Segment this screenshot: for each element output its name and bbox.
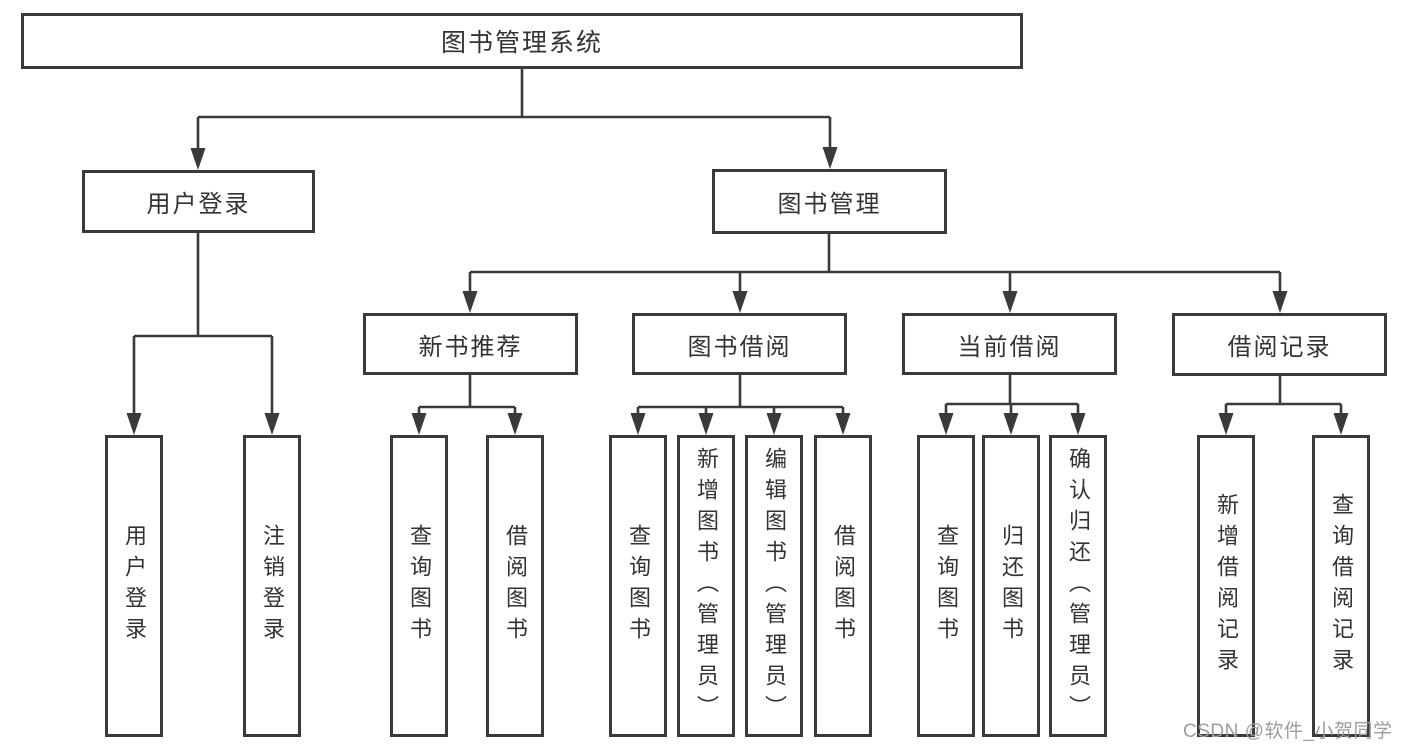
- connector-user-login-to-leaves: [126, 233, 280, 435]
- connector-new-book-recommend-to-leaves: [411, 375, 523, 435]
- node-book-management-label: 图书管理: [777, 191, 882, 218]
- leaf-confirm-return-admin: 确认归还（管理员）: [1049, 435, 1107, 737]
- leaf-add-books-admin: 新增图书（管理员）: [677, 435, 735, 737]
- leaf-query-books-current: 查询图书: [917, 435, 975, 737]
- leaf-query-books-borrowing-label: 查询图书: [626, 524, 651, 648]
- leaf-edit-books-admin: 编辑图书（管理员）: [745, 435, 803, 737]
- connector-book-borrowing-to-leaves: [630, 375, 851, 435]
- leaf-borrow-books-recommend-label: 借阅图书: [503, 524, 528, 648]
- leaf-borrow-books-borrowing-label: 借阅图书: [831, 524, 856, 648]
- leaf-borrow-books-borrowing: 借阅图书: [814, 435, 872, 737]
- leaf-query-borrow-record-label: 查询借阅记录: [1329, 493, 1354, 679]
- connector-root-to-level2: [190, 69, 838, 170]
- node-user-login: 用户登录: [82, 170, 315, 233]
- node-current-borrowing-label: 当前借阅: [957, 333, 1062, 361]
- node-book-borrowing: 图书借阅: [632, 313, 847, 375]
- connector-current-borrowing-to-leaves: [938, 375, 1086, 435]
- connector-borrowing-records-to-leaves: [1218, 375, 1349, 435]
- node-library-management-system-label: 图书管理系统: [440, 29, 603, 57]
- leaf-query-books-recommend: 查询图书: [390, 435, 448, 737]
- node-user-login-label: 用户登录: [146, 191, 251, 218]
- leaf-query-books-borrowing: 查询图书: [609, 435, 667, 737]
- leaf-add-borrow-record-label: 新增借阅记录: [1214, 493, 1239, 679]
- leaf-logout-label: 注销登录: [260, 524, 285, 648]
- watermark: CSDN @软件_小贺同学: [1183, 721, 1393, 742]
- node-current-borrowing: 当前借阅: [902, 313, 1117, 375]
- leaf-return-books: 归还图书: [982, 435, 1040, 737]
- node-book-borrowing-label: 图书借阅: [687, 333, 792, 361]
- leaf-query-books-recommend-label: 查询图书: [407, 524, 432, 648]
- node-borrowing-records: 借阅记录: [1172, 313, 1387, 376]
- node-new-book-recommend: 新书推荐: [363, 313, 578, 375]
- node-new-book-recommend-label: 新书推荐: [418, 333, 523, 361]
- leaf-borrow-books-recommend: 借阅图书: [486, 435, 544, 737]
- leaf-user-login: 用户登录: [105, 435, 163, 737]
- leaf-logout: 注销登录: [243, 435, 301, 737]
- leaf-query-books-current-label: 查询图书: [934, 524, 959, 648]
- leaf-query-borrow-record: 查询借阅记录: [1312, 435, 1370, 737]
- leaf-edit-books-admin-label: 编辑图书（管理员）: [762, 446, 787, 726]
- node-library-management-system: 图书管理系统: [21, 13, 1023, 69]
- node-book-management: 图书管理: [712, 169, 947, 234]
- node-borrowing-records-label: 借阅记录: [1227, 334, 1332, 361]
- connector-book-management-to-level3: [462, 234, 1288, 313]
- leaf-add-books-admin-label: 新增图书（管理员）: [694, 446, 719, 726]
- leaf-confirm-return-admin-label: 确认归还（管理员）: [1066, 446, 1091, 726]
- leaf-add-borrow-record: 新增借阅记录: [1197, 435, 1255, 737]
- leaf-user-login-label: 用户登录: [122, 524, 147, 648]
- leaf-return-books-label: 归还图书: [999, 524, 1024, 648]
